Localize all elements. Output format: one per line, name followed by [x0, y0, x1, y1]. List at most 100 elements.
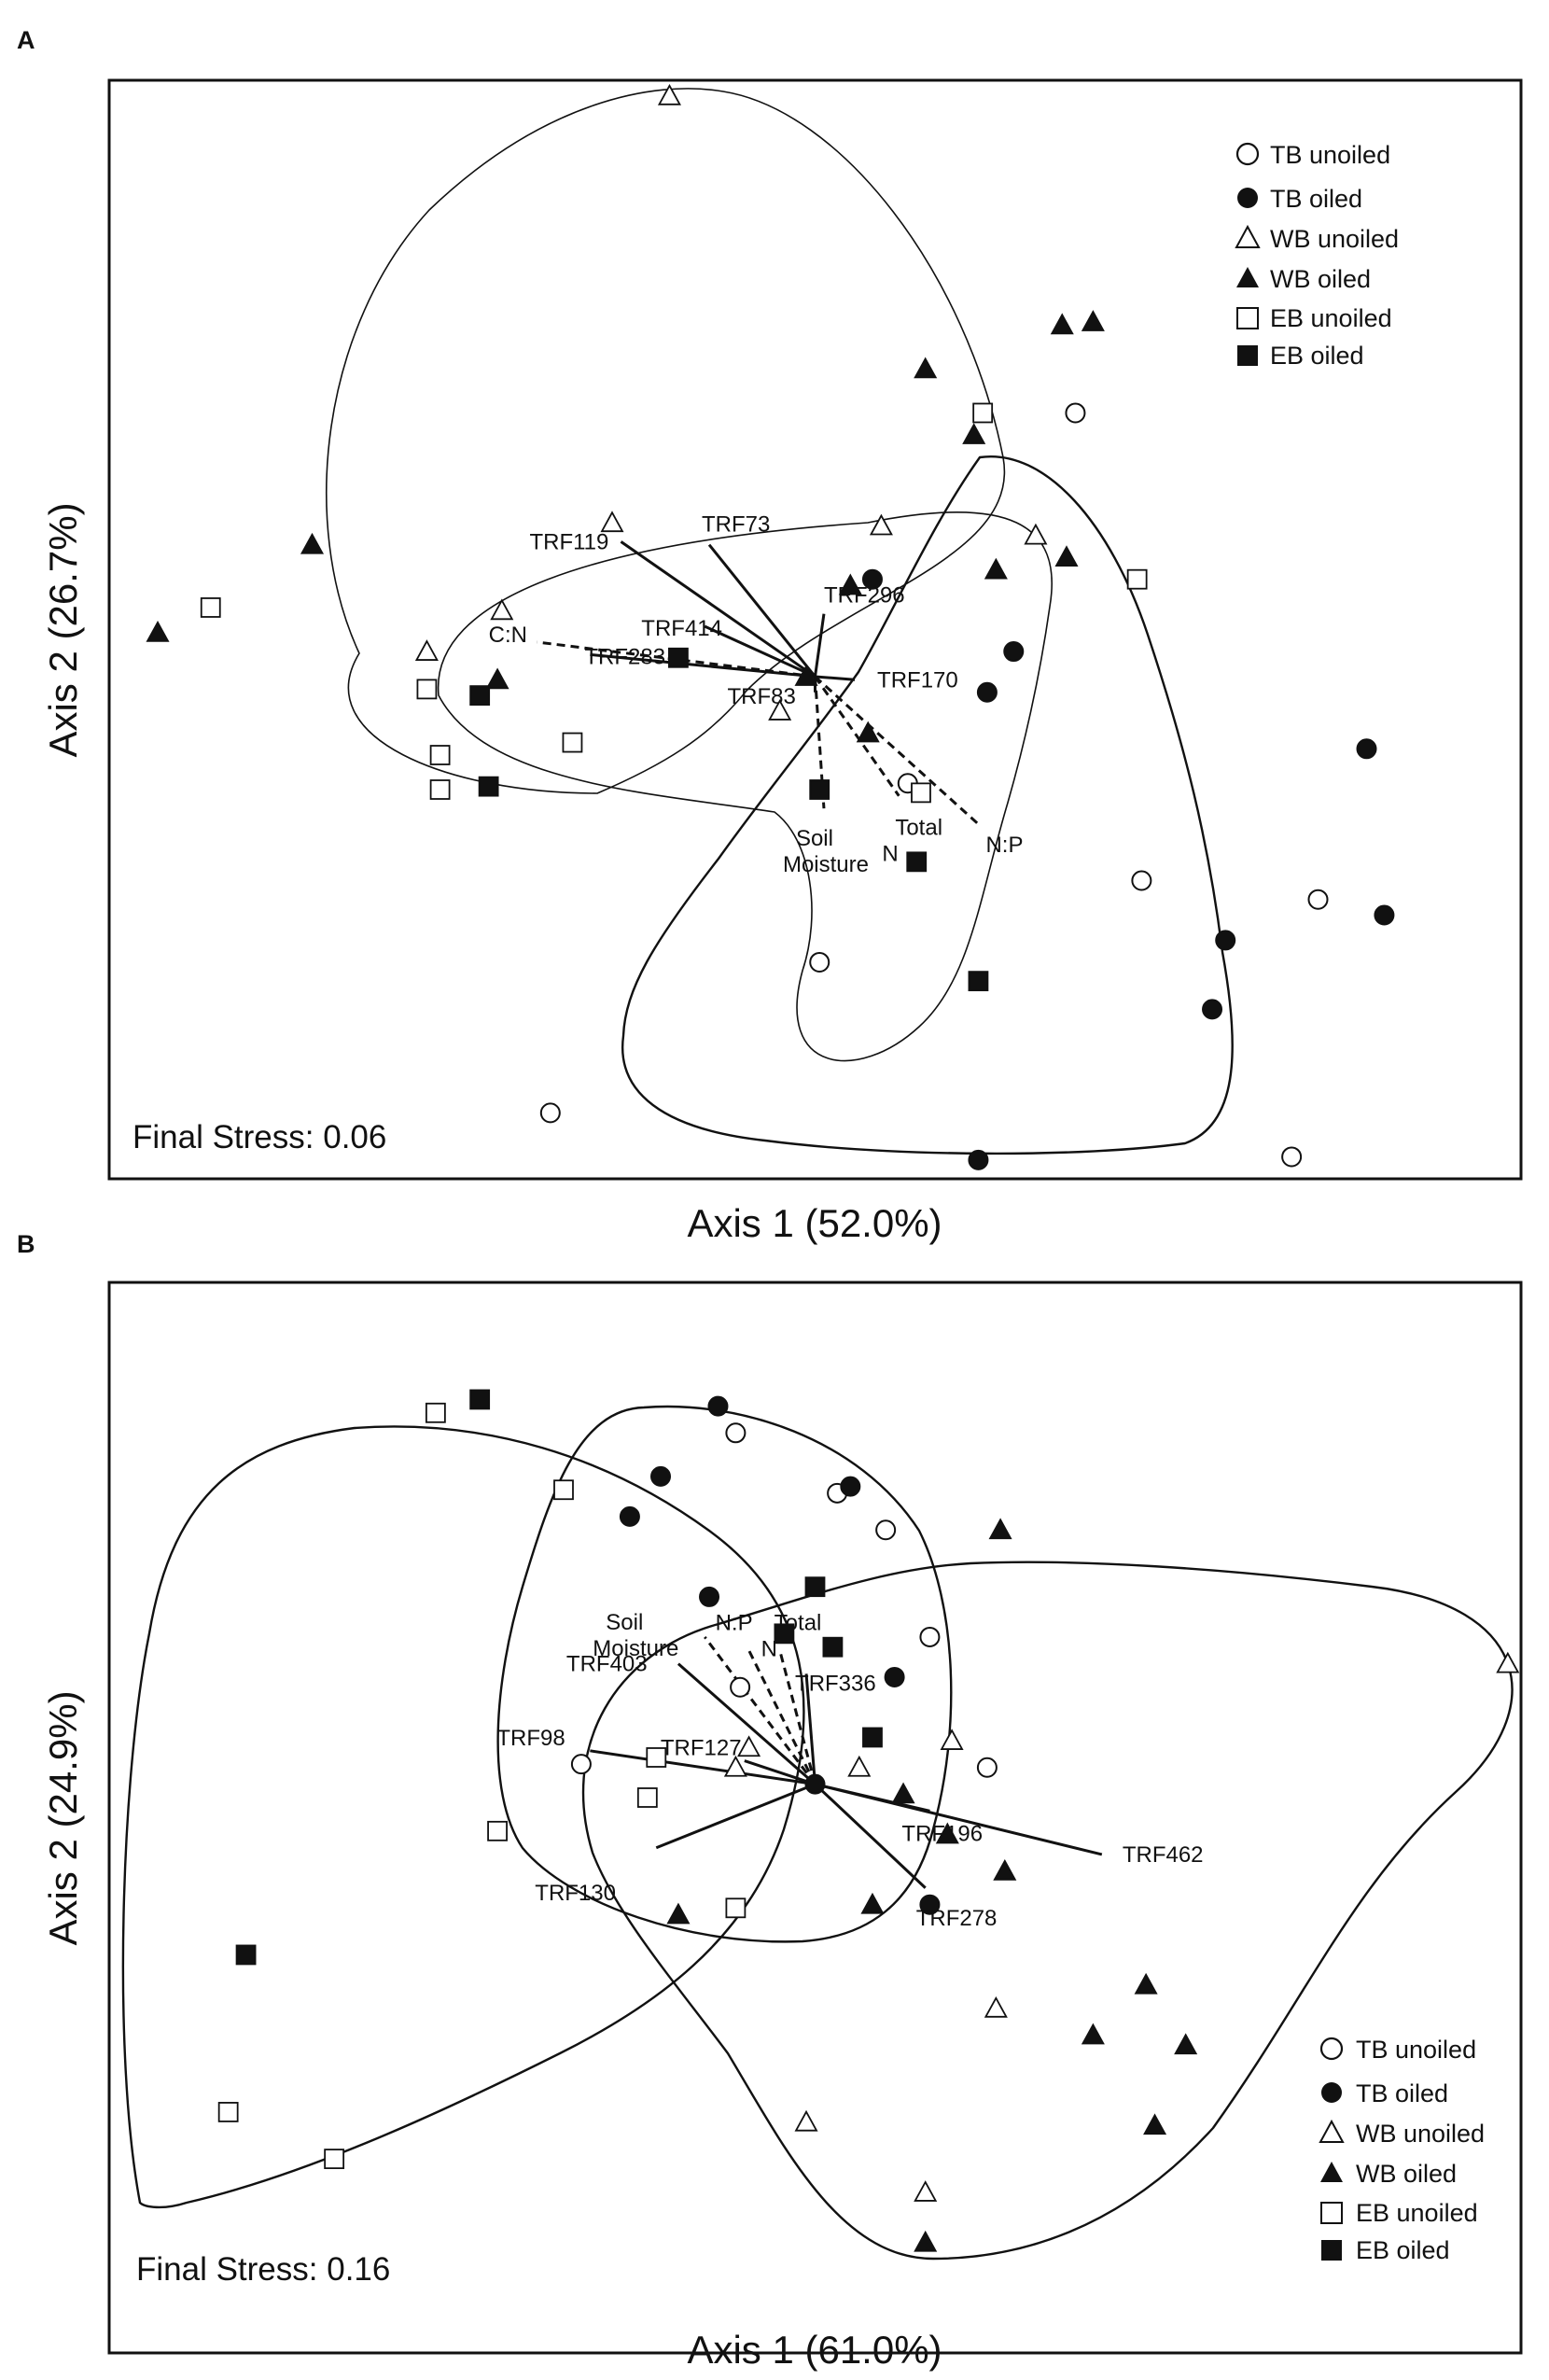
vector-label-trf98: TRF98 — [496, 1726, 565, 1751]
point-eb-unoiled — [429, 745, 451, 765]
point-wb-oiled — [914, 2230, 938, 2252]
point-eb-oiled — [469, 685, 491, 707]
point-eb-oiled — [906, 851, 928, 873]
point-eb-oiled — [968, 971, 989, 992]
point-eb-unoiled — [911, 782, 931, 804]
point-eb-unoiled — [553, 1479, 574, 1501]
point-wb-unoiled — [737, 1735, 761, 1757]
vector-label-trf170: TRF170 — [877, 667, 958, 693]
vector-trf73 — [707, 543, 816, 678]
point-tb-oiled — [1356, 738, 1377, 760]
panel-b-vectors: TRF403TRF336TRF127TRF98TRF130TRF196TRF46… — [496, 1610, 1203, 1931]
panel-a-points — [146, 83, 1395, 1170]
point-tb-oiled — [884, 1666, 905, 1687]
legend-a-eb-oiled-marker — [1237, 345, 1258, 366]
point-eb-oiled — [478, 776, 499, 797]
vector-label-c-n: C:N — [489, 623, 527, 648]
legend-b-tb-unoiled: TB unoiled — [1356, 2036, 1476, 2064]
vector-trf119 — [620, 540, 816, 679]
point-wb-oiled — [146, 620, 170, 642]
panel-a-legend: TB unoiled TB oiled WB unoiled WB oiled … — [1235, 141, 1399, 370]
vector-trf283 — [590, 652, 816, 679]
panel-a-final-stress: Final Stress: 0.06 — [133, 1119, 386, 1155]
vector-trf127 — [744, 1759, 816, 1786]
point-wb-oiled — [993, 1858, 1017, 1881]
point-tb-oiled — [707, 1395, 729, 1417]
point-tb-unoiled — [919, 1626, 941, 1647]
point-eb-oiled — [235, 1944, 257, 1966]
hull-eb-b — [121, 1425, 805, 2209]
vector-total-n — [778, 1649, 816, 1785]
point-wb-oiled — [1081, 310, 1105, 331]
point-eb-oiled — [469, 1389, 491, 1410]
legend-b-wb-oiled-marker — [1320, 2162, 1343, 2182]
point-tb-oiled — [1215, 930, 1236, 951]
panel-b-frame — [107, 1281, 1523, 2355]
vector-trf414 — [704, 624, 816, 679]
panel-a-x-axis-title: Axis 1 (52.0%) — [687, 1201, 942, 1245]
point-eb-unoiled — [487, 1820, 508, 1841]
vector-n-p — [814, 675, 980, 826]
vector-trf170 — [815, 675, 856, 681]
point-tb-unoiled — [1281, 1146, 1303, 1168]
point-tb-oiled — [1202, 999, 1223, 1020]
point-tb-oiled — [968, 1149, 989, 1170]
panel-a: A TRF119TRF73TRF296TRF414TRF283TRF170TRF… — [17, 26, 1523, 1245]
hull-wb-b — [581, 1561, 1514, 2261]
point-eb-oiled — [862, 1727, 883, 1748]
point-wb-oiled — [1174, 2033, 1198, 2055]
point-wb-oiled — [935, 1822, 959, 1844]
point-tb-unoiled — [730, 1676, 751, 1698]
point-tb-oiled — [861, 568, 883, 590]
point-wb-unoiled — [869, 513, 893, 536]
point-eb-oiled — [809, 779, 830, 800]
point-wb-unoiled — [490, 598, 514, 621]
point-eb-unoiled — [200, 597, 221, 618]
panel-b: B TRF403TRF336TRF127TRF98TRF130TRF196TRF… — [17, 1230, 1523, 2372]
point-wb-oiled — [988, 1518, 1012, 1540]
point-eb-unoiled — [416, 679, 438, 700]
panel-b-letter: B — [17, 1230, 35, 1258]
vector-label-trf73: TRF73 — [702, 512, 770, 538]
legend-a-wb-oiled: WB oiled — [1270, 265, 1371, 293]
point-tb-unoiled — [1307, 889, 1329, 910]
vector-label-trf119: TRF119 — [529, 529, 608, 554]
point-eb-unoiled — [217, 2102, 239, 2122]
point-eb-unoiled — [972, 402, 994, 424]
legend-a-wb-unoiled-marker — [1235, 224, 1261, 248]
legend-a-eb-oiled: EB oiled — [1270, 342, 1364, 370]
point-tb-unoiled — [976, 1757, 998, 1778]
panel-a-hulls — [326, 88, 1234, 1155]
point-tb-unoiled — [809, 951, 830, 973]
panel-a-letter: A — [17, 26, 35, 54]
legend-a-wb-unoiled: WB unoiled — [1270, 225, 1399, 253]
point-wb-oiled — [1143, 2113, 1167, 2135]
vector-label-n-p: N:P — [716, 1610, 753, 1635]
point-eb-unoiled — [425, 1402, 446, 1423]
point-eb-unoiled — [636, 1787, 658, 1808]
vector-label-trf127: TRF127 — [661, 1736, 742, 1761]
legend-b-eb-oiled-marker — [1321, 2240, 1342, 2261]
legend-a-eb-unoiled-marker — [1236, 307, 1259, 329]
point-tb-unoiled — [725, 1422, 747, 1444]
point-wb-unoiled — [414, 639, 439, 661]
legend-b-tb-oiled-marker — [1321, 2082, 1342, 2103]
vector-label-trf83: TRF83 — [728, 684, 796, 709]
point-eb-unoiled — [725, 1897, 747, 1919]
point-tb-unoiled — [875, 1519, 897, 1541]
vector-label-trf296: TRF296 — [824, 583, 905, 609]
point-eb-unoiled — [324, 2149, 345, 2170]
point-wb-unoiled — [768, 699, 792, 721]
vector-label-trf130: TRF130 — [535, 1881, 616, 1906]
point-wb-oiled — [860, 1892, 885, 1914]
legend-b-eb-unoiled: EB unoiled — [1356, 2199, 1478, 2227]
vector-trf462 — [815, 1783, 1103, 1856]
panel-b-y-axis-title: Axis 2 (24.9%) — [41, 1690, 85, 1945]
vector-label-trf336: TRF336 — [795, 1671, 876, 1696]
panel-b-x-axis-title: Axis 1 (61.0%) — [687, 2328, 942, 2372]
panel-b-legend: TB unoiled TB oiled WB unoiled WB oiled … — [1319, 2036, 1485, 2264]
point-tb-oiled — [919, 1894, 941, 1915]
vector-label-trf414: TRF414 — [641, 616, 722, 641]
